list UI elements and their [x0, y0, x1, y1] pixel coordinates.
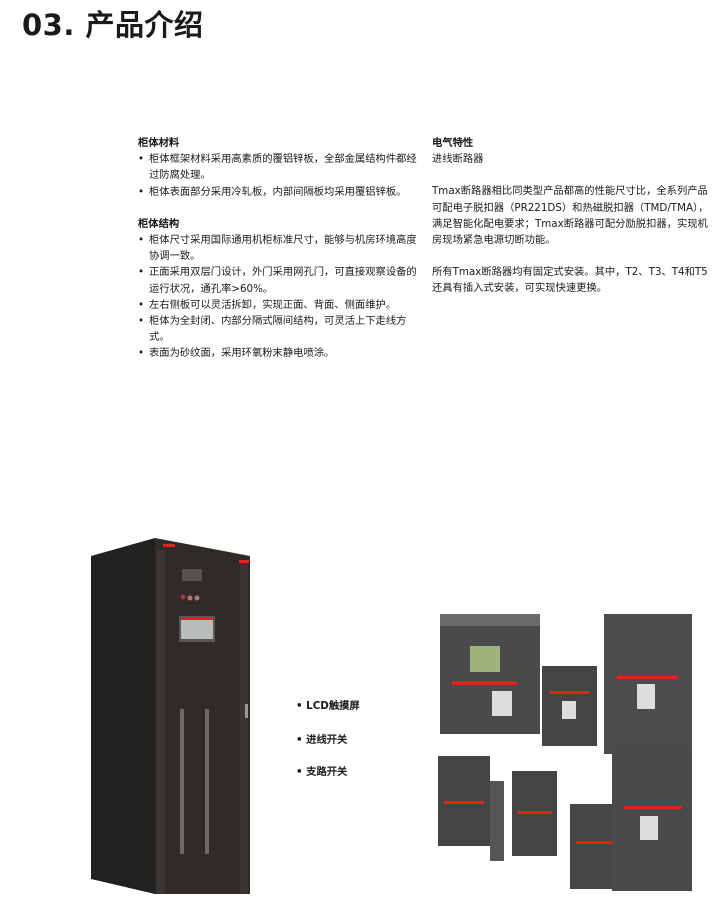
lcd-screen [181, 618, 213, 639]
subheading: 进线断路器 [432, 153, 484, 166]
label-lcd: LCD触摸屏 [296, 697, 360, 712]
paragraph: 所有Tmax断路器均有固定式安装。其中，T2、T3、T4和T5还具有插入式安装，… [432, 266, 708, 295]
list-item: 表面为砂纹面，采用环氧粉末静电喷涂。 [138, 345, 420, 361]
list-item: 柜体为全封闭、内部分隔式隔间结构，可灵活上下走线方式。 [138, 313, 420, 345]
breaker [604, 614, 692, 754]
breaker [438, 756, 490, 846]
cabinet-spec-column: 柜体材料 柜体框架材料采用高素质的覆铝锌板，全部金属结构件都经过防腐处理。 柜体… [138, 135, 420, 362]
section-heading: 柜体材料 [138, 137, 180, 149]
label-incoming-switch: 进线开关 [296, 731, 347, 746]
page-title: 03. 产品介绍 [22, 8, 204, 42]
breaker [542, 666, 597, 746]
paragraph: Tmax断路器相比同类型产品都高的性能尺寸比，全系列产品可配电子脱扣器（PR22… [432, 185, 709, 247]
cabinet-image [91, 538, 250, 894]
list-item: 正面采用双层门设计，外门采用网孔门，可直接观察设备的运行状况，通孔率>60%。 [138, 264, 420, 296]
section-heading: 柜体结构 [138, 217, 180, 230]
section-heading: 电气特性 [432, 137, 474, 149]
electrical-spec-column: 电气特性 进线断路器 Tmax断路器相比同类型产品都高的性能尺寸比，全系列产品可… [432, 135, 710, 297]
breaker [512, 771, 557, 856]
label-branch-switch: 支路开关 [296, 763, 347, 778]
list-item: 柜体尺寸采用国际通用机柜标准尺寸，能够与机房环境高度协调一致。 [138, 232, 420, 264]
breaker-large [440, 614, 540, 734]
breakers-image [438, 614, 692, 891]
breaker [612, 746, 692, 891]
breaker [570, 804, 618, 889]
list-item: 柜体表面部分采用冷轧板，内部间隔板均采用覆铝锌板。 [138, 184, 420, 200]
list-item: 左右侧板可以灵活拆卸，实现正面、背面、侧面维护。 [138, 297, 420, 313]
list-item: 柜体框架材料采用高素质的覆铝锌板，全部金属结构件都经过防腐处理。 [138, 151, 420, 183]
breaker [490, 781, 504, 861]
